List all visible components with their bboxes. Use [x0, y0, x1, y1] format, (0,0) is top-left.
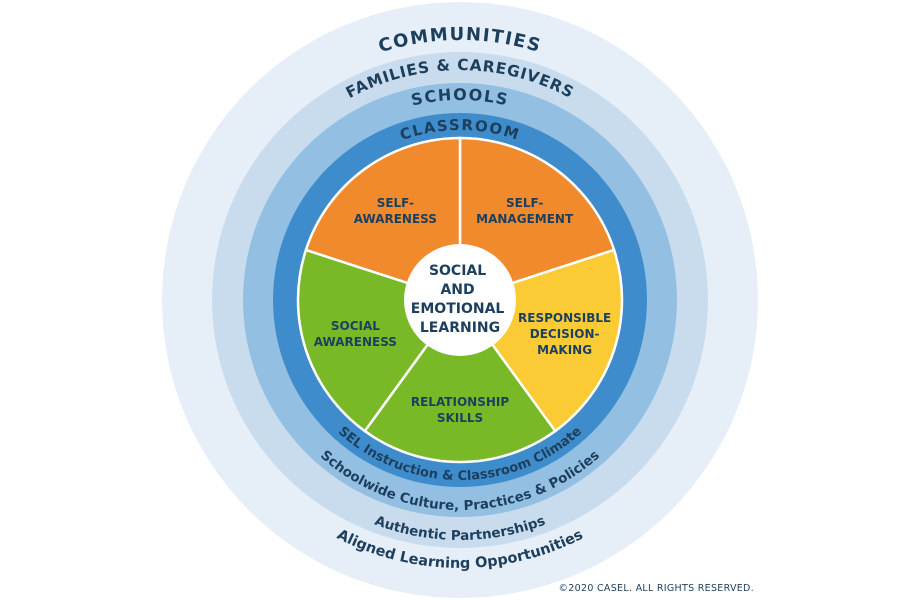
competency-segment: [363, 297, 557, 464]
competency-label: SELF- MANAGEMENT: [476, 196, 574, 226]
competency-label-line: SELF-: [377, 196, 414, 210]
competency-label-line: DECISION-: [530, 327, 600, 341]
competency-label: SELF- AWARENESS: [354, 196, 437, 226]
competency-label-line: SELF-: [506, 196, 543, 210]
competency-label-line: SOCIAL: [331, 319, 380, 333]
copyright-notice: ©2020 CASEL. ALL RIGHTS RESERVED.: [558, 583, 754, 594]
competency-label-line: SKILLS: [437, 411, 483, 425]
center-line-4: LEARNING: [420, 320, 500, 336]
center-line-1: SOCIAL: [429, 263, 486, 279]
center-line-2: AND: [440, 282, 474, 298]
competency-label: SOCIAL AWARENESS: [314, 319, 397, 349]
competency-label-line: RESPONSIBLE: [518, 311, 611, 325]
competency-label-line: RELATIONSHIP: [411, 395, 509, 409]
competency-label-line: AWARENESS: [354, 212, 437, 226]
center-label: SOCIAL AND EMOTIONAL LEARNING: [411, 263, 509, 336]
competency-label-line: MANAGEMENT: [476, 212, 574, 226]
center-line-3: EMOTIONAL: [411, 301, 505, 317]
competency-label-line: MAKING: [537, 343, 592, 357]
competency-label-line: AWARENESS: [314, 335, 397, 349]
center-circle: [404, 244, 516, 356]
competency-label: RESPONSIBLE DECISION- MAKING: [518, 311, 611, 357]
competency-label: RELATIONSHIP SKILLS: [411, 395, 509, 425]
